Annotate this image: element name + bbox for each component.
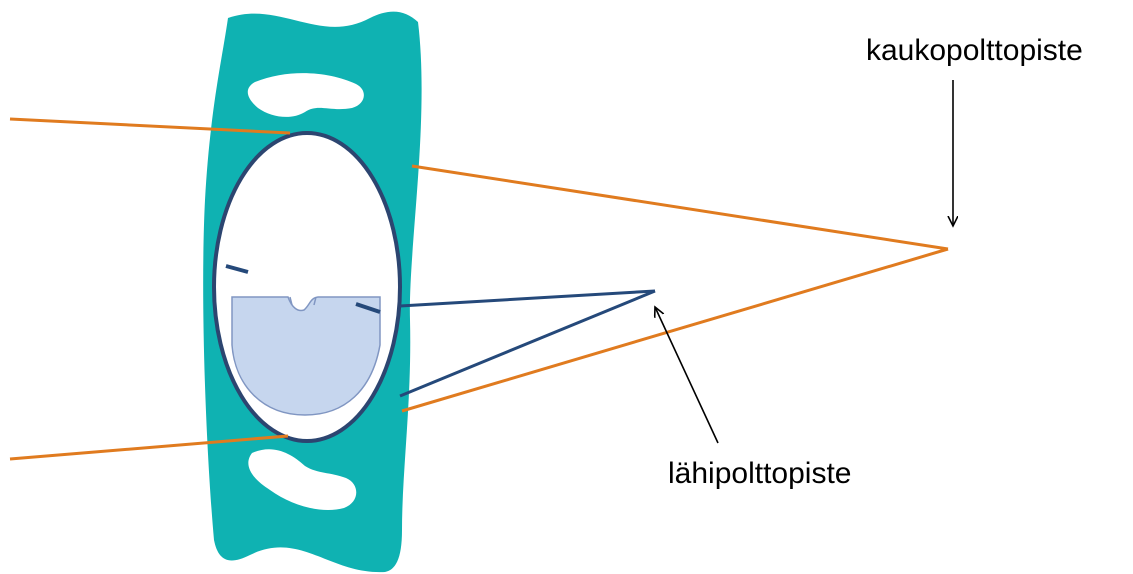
near-focus-label: lähipolttopiste xyxy=(668,459,851,489)
far-ray-top-converging xyxy=(412,166,948,249)
far-focus-label: kaukopolttopiste xyxy=(866,36,1083,66)
near-ray-top xyxy=(400,291,655,306)
near-ray-bottom xyxy=(400,291,655,396)
far-ray-bottom-converging xyxy=(402,249,948,411)
